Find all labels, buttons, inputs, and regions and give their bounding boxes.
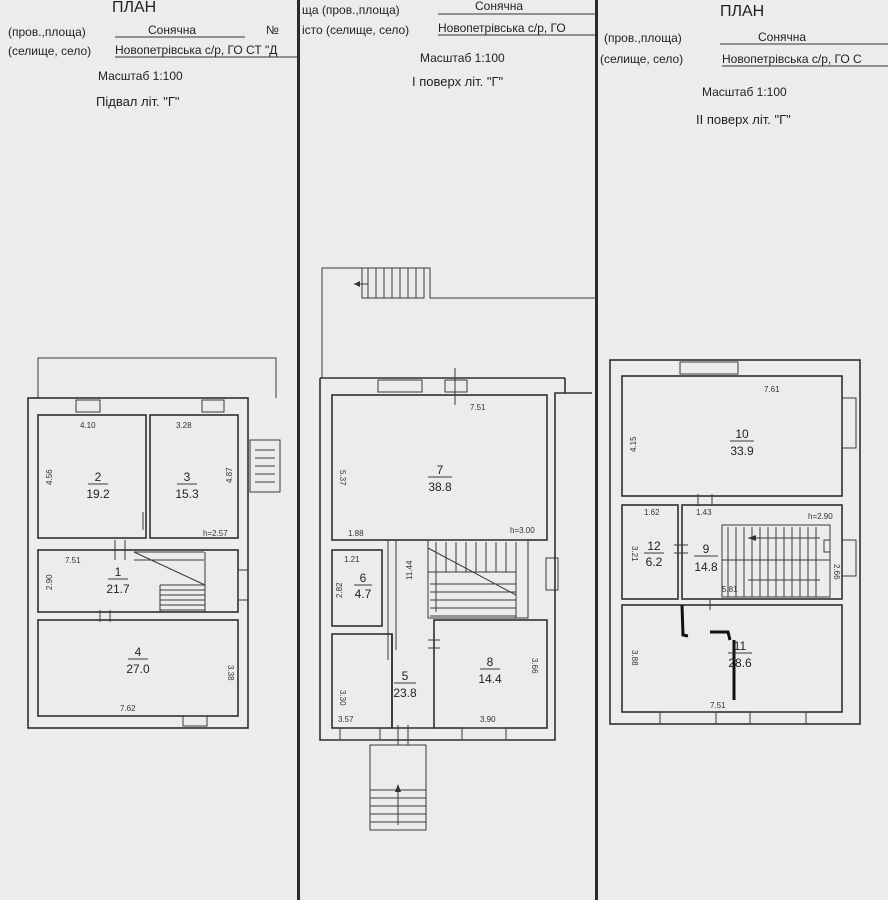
dim-label: h=3.00 xyxy=(510,526,535,535)
terrace-stairs xyxy=(354,267,425,299)
street-value: Сонячна xyxy=(758,30,806,44)
dim-label: 3.90 xyxy=(480,715,496,724)
room-9-area: 14.8 xyxy=(694,560,718,574)
dim-label: 4.87 xyxy=(225,467,234,483)
room-12-number: 12 xyxy=(647,539,661,553)
dim-label: h=2.57 xyxy=(203,529,228,538)
dim-label: 2.66 xyxy=(832,564,841,580)
plan-sheet-basement: ПЛАН (пров.,площа) Сонячна № (селище, се… xyxy=(0,0,297,900)
dim-label: 3.38 xyxy=(226,665,235,681)
scale-text: Масштаб 1:100 xyxy=(98,69,183,83)
room-1-number: 1 xyxy=(115,565,122,579)
dim-label: 5.81 xyxy=(722,585,738,594)
room-3-area: 15.3 xyxy=(175,487,199,501)
room-6-number: 6 xyxy=(360,571,367,585)
ground-floor-stairs xyxy=(427,539,529,619)
dim-label: 1.43 xyxy=(696,508,712,517)
place-label: (селище, село) xyxy=(600,52,683,66)
room-8-area: 14.4 xyxy=(478,672,502,686)
dim-label: 7.51 xyxy=(65,556,81,565)
dim-label: 2.82 xyxy=(335,582,344,598)
place-label: (селище, село) xyxy=(8,44,91,58)
scale-text: Масштаб 1:100 xyxy=(702,85,787,99)
dim-label: 3.66 xyxy=(530,658,539,674)
room-7-number: 7 xyxy=(437,463,444,477)
dim-label: 3.28 xyxy=(176,421,192,430)
number-label: № xyxy=(266,23,279,37)
street-value: Сонячна xyxy=(475,0,523,13)
dim-label: 4.10 xyxy=(80,421,96,430)
street-value: Сонячна xyxy=(148,23,196,37)
dim-label: 3.57 xyxy=(338,715,354,724)
street-label: ща (пров.,площа) xyxy=(302,3,400,17)
dim-label: 1.21 xyxy=(344,555,360,564)
plan-title: ПЛАН xyxy=(112,0,156,16)
dim-label: 3.30 xyxy=(338,690,347,706)
place-value: Новопетрівська с/р, ГО С xyxy=(722,52,862,66)
dim-label: 11.44 xyxy=(405,560,414,580)
room-5-area: 23.8 xyxy=(393,686,417,700)
room-5-number: 5 xyxy=(402,669,409,683)
dim-label: 5.37 xyxy=(338,470,347,486)
dim-label: 7.51 xyxy=(710,701,726,710)
place-label: істо (селище, село) xyxy=(302,23,409,37)
dim-label: 7.62 xyxy=(120,704,136,713)
street-label: (пров.,площа) xyxy=(604,31,682,45)
plan-sheet-first-floor: ща (пров.,площа) Сонячна істо (селище, с… xyxy=(300,0,595,900)
scale-text: Масштаб 1:100 xyxy=(420,51,505,65)
room-10-area: 33.9 xyxy=(730,444,754,458)
dim-label: 1.88 xyxy=(348,529,364,538)
dim-label: 7.61 xyxy=(764,385,780,394)
dim-label: 4.15 xyxy=(629,436,638,452)
second-floor-stairs xyxy=(721,524,831,598)
room-2-area: 19.2 xyxy=(86,487,110,501)
room-6-area: 4.7 xyxy=(355,587,372,601)
place-value: Новопетрівська с/р, ГО xyxy=(438,21,566,35)
dim-label: h=2.90 xyxy=(808,512,833,521)
room-1-area: 21.7 xyxy=(106,582,130,596)
room-11-area: 28.6 xyxy=(728,656,752,670)
room-7-area: 38.8 xyxy=(428,480,452,494)
place-value: Новопетрівська с/р, ГО СТ "Д xyxy=(115,43,277,57)
room-8-number: 8 xyxy=(487,655,494,669)
room-12-area: 6.2 xyxy=(646,555,663,569)
entrance-stairs xyxy=(369,744,427,831)
room-2-number: 2 xyxy=(95,470,102,484)
dim-label: 7.51 xyxy=(470,403,486,412)
floor-title: II поверх літ. "Г" xyxy=(696,112,791,127)
dim-label: 3.21 xyxy=(630,546,639,562)
room-4-area: 27.0 xyxy=(126,662,150,676)
dim-label: 2.90 xyxy=(45,574,54,590)
floor-title: Підвал літ. "Г" xyxy=(96,94,180,109)
dim-label: 3.88 xyxy=(630,650,639,666)
room-3-number: 3 xyxy=(184,470,191,484)
room-9-number: 9 xyxy=(703,542,710,556)
plan-sheet-second-floor: ПЛАН (пров.,площа) Сонячна (селище, село… xyxy=(598,0,888,900)
room-11-number: 11 xyxy=(734,639,747,653)
room-4-number: 4 xyxy=(135,645,142,659)
basement-stairs xyxy=(133,551,206,612)
room-10-number: 10 xyxy=(735,427,749,441)
basement-external-stairs xyxy=(249,439,281,493)
dim-label: 4.56 xyxy=(45,469,54,485)
floor-title: I поверх літ. "Г" xyxy=(412,74,504,89)
dim-label: 1.62 xyxy=(644,508,660,517)
street-label: (пров.,площа) xyxy=(8,25,86,39)
plan-title: ПЛАН xyxy=(720,3,764,20)
